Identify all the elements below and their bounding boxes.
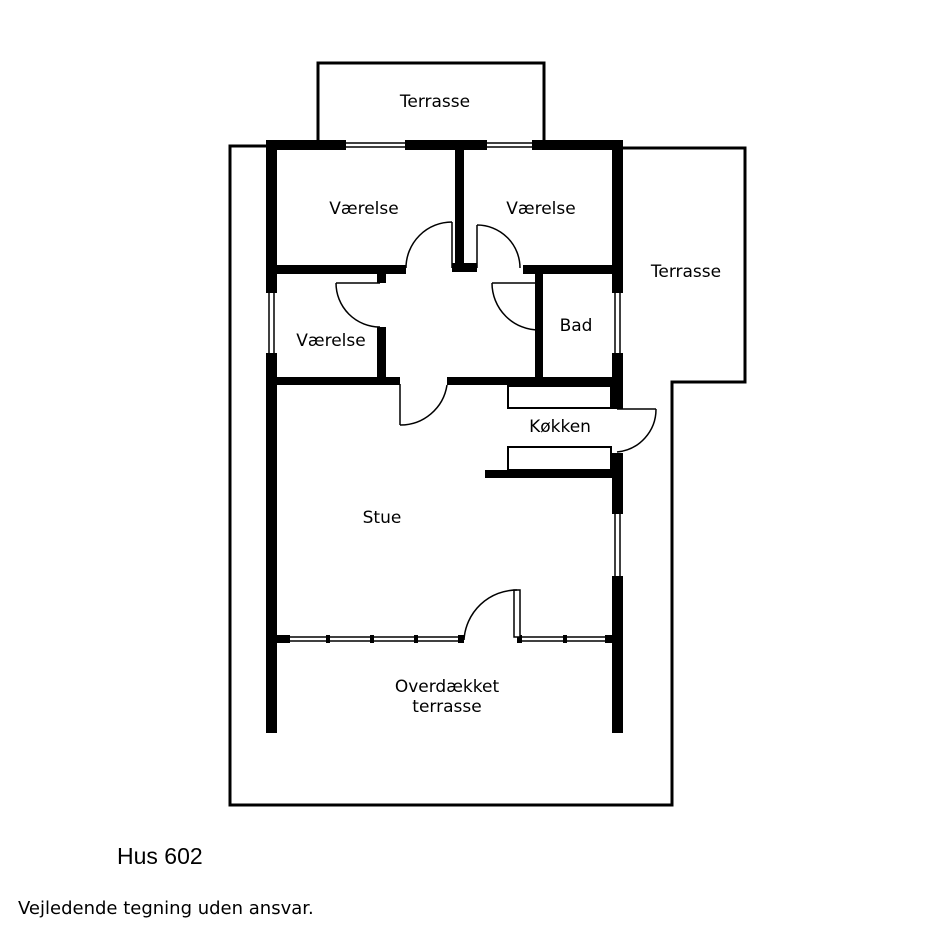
wall-right-4 <box>612 576 623 733</box>
door-bedroom-1 <box>405 221 453 269</box>
wall-bedrooms-divider <box>455 145 464 265</box>
label-bad: Bad <box>560 316 593 336</box>
label-vaerelse-1: Værelse <box>329 199 398 219</box>
label-vaerelse-3: Værelse <box>296 331 365 351</box>
wall-top-2 <box>405 140 487 150</box>
wall-top-3 <box>532 140 623 150</box>
walls <box>266 140 623 733</box>
label-vaerelse-2: Værelse <box>506 199 575 219</box>
top-terrace-outline <box>316 61 546 143</box>
door-kitchen <box>616 408 657 453</box>
door-terrace <box>463 589 521 641</box>
wall-left-upper <box>266 140 277 293</box>
terrace-outlines <box>228 61 747 807</box>
doors <box>335 221 657 641</box>
label-terrasse-right: Terrasse <box>650 262 721 282</box>
outer-terrace-outline <box>228 144 747 807</box>
wall-stub-left <box>377 265 386 283</box>
label-overdaekket-line1: Overdækket <box>395 677 500 697</box>
label-kokken: Køkken <box>529 417 591 437</box>
wall-mid-left <box>266 265 406 274</box>
wall-top-1 <box>266 140 346 150</box>
disclaimer: Vejledende tegning uden ansvar. <box>18 898 314 919</box>
kitchen-counters <box>507 385 612 471</box>
wall-living-top-right <box>447 377 623 385</box>
wall-left-lower <box>266 353 277 733</box>
wall-right-1 <box>612 140 623 293</box>
counter-upper <box>507 385 612 409</box>
wall-right-3 <box>612 453 623 514</box>
counter-lower <box>507 446 612 471</box>
label-overdaekket-line2: terrasse <box>412 697 481 717</box>
door-bedroom-3 <box>335 282 381 328</box>
wall-stub-left-lower <box>377 327 386 383</box>
label-stue: Stue <box>363 508 402 528</box>
wall-living-top-left <box>266 377 400 385</box>
label-terrasse-top: Terrasse <box>399 92 470 112</box>
wall-mid-right <box>523 265 623 274</box>
wall-kitchen-bottom <box>485 470 623 478</box>
door-living <box>399 384 448 426</box>
door-bedroom-2 <box>476 224 521 269</box>
wall-bath-left <box>535 272 543 384</box>
room-labels: Terrasse Værelse Værelse Terrasse Værels… <box>296 92 721 717</box>
house-name: Hus 602 <box>117 843 203 869</box>
glazing-mullions <box>277 635 612 643</box>
door-bath <box>491 282 540 331</box>
wall-bedrooms-stub <box>452 263 477 272</box>
